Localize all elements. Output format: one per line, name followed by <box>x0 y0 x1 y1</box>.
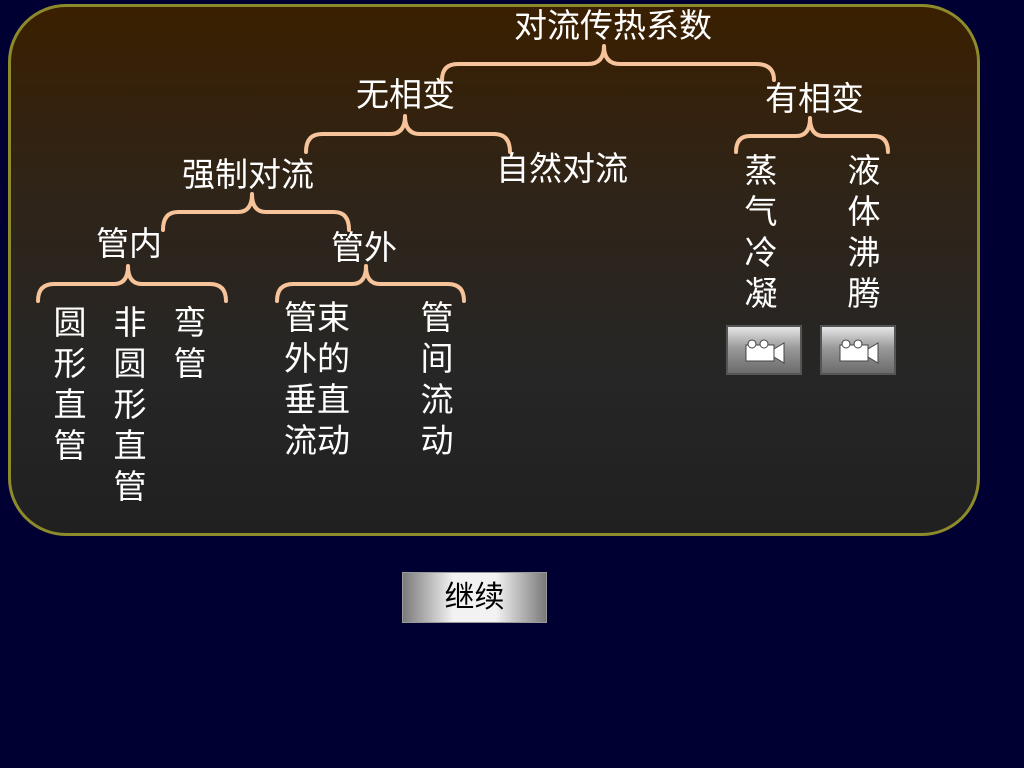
brace-forced-convection <box>161 192 351 232</box>
non-round-straight-tube-label: 非圆形直管 <box>113 303 147 506</box>
brace-outside-tube <box>275 264 466 303</box>
no-phase-change-label: 无相变 <box>356 75 455 114</box>
round-straight-tube-label: 圆形直管 <box>53 303 87 465</box>
outside-tube-label: 管外 <box>331 228 397 267</box>
brace-inside-tube <box>36 264 228 303</box>
root-label: 对流传热系数 <box>514 6 712 45</box>
boiling-video-button[interactable] <box>820 325 896 375</box>
steam-condensation-label: 蒸气冷凝 <box>744 151 778 313</box>
phase-change-label: 有相变 <box>765 79 864 118</box>
forced-convection-label: 强制对流 <box>182 155 314 194</box>
brace-phase-change <box>734 116 890 154</box>
perpendicular-flow-label: 管束外的垂直流动 <box>284 298 350 460</box>
natural-convection-label: 自然对流 <box>496 149 628 188</box>
content-panel <box>8 4 980 536</box>
video-camera-icon <box>745 339 785 364</box>
between-tubes-flow-label: 管间流动 <box>420 298 454 460</box>
continue-button[interactable]: 继续 <box>402 572 547 623</box>
liquid-boiling-label: 液体沸腾 <box>847 151 881 313</box>
inside-tube-label: 管内 <box>96 224 162 263</box>
brace-no-phase-change <box>304 114 512 154</box>
condensation-video-button[interactable] <box>726 325 802 375</box>
bent-tube-label: 弯管 <box>173 303 207 383</box>
video-camera-icon <box>839 339 879 364</box>
brace-root <box>440 44 776 82</box>
